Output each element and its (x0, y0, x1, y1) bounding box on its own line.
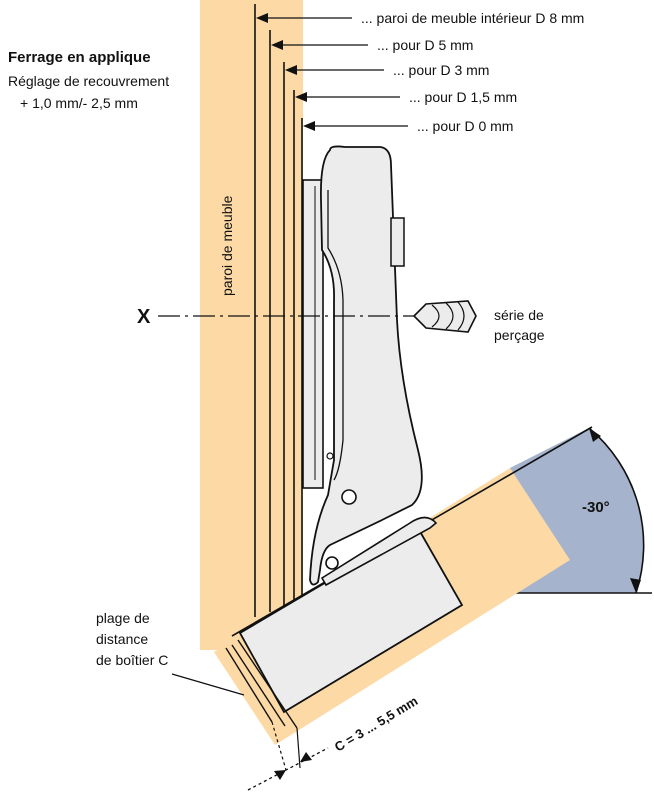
leader-d5-arrow (271, 40, 283, 50)
distance-label-line-2: distance (96, 631, 148, 647)
wall-label: paroi de meuble (219, 195, 235, 296)
overlay-label-d0: ... pour D 0 mm (417, 118, 513, 134)
c-dimension-line (247, 747, 329, 791)
subtitle-line-2: + 1,0 mm/- 2,5 mm (20, 95, 138, 111)
cabinet-wall (200, 0, 303, 650)
c-dim-arrow-1 (274, 770, 286, 780)
title: Ferrage en applique (8, 49, 151, 66)
c-dimension-label: C = 3 ... 5,5 mm (332, 693, 421, 754)
hinge-pivot-pin (341, 489, 357, 505)
boring-line-2 (231, 644, 286, 727)
angle-arrowhead-top (589, 428, 601, 442)
drill-label-line-1: série de (494, 307, 544, 323)
subtitle-line-1: Réglage de recouvrement (8, 73, 169, 89)
boring-line-1 (225, 647, 273, 723)
mounting-plate (302, 179, 324, 489)
distance-label-line-3: de boîtier C (96, 652, 168, 668)
distance-leader (171, 673, 245, 696)
c-dim-arrow-2 (300, 752, 312, 762)
leader-d8-arrow (256, 13, 268, 23)
distance-label-line-1: plage de (96, 610, 150, 626)
hinge-pin-small (326, 452, 334, 460)
angle-arc (588, 427, 645, 594)
overlay-label-d1-5: ... pour D 1,5 mm (409, 89, 517, 105)
overlay-label-d5: ... pour D 5 mm (377, 37, 473, 53)
hinge-cup-pin (325, 556, 339, 570)
hinge-cup-flange (320, 516, 438, 587)
drill-label-line-2: perçage (494, 327, 545, 343)
overlay-label-d8: ... paroi de meuble intérieur D 8 mm (361, 10, 584, 26)
angle-label: -30° (582, 499, 610, 516)
leader-d0-arrow (303, 121, 315, 131)
axis-label: X (137, 306, 151, 328)
hinge-arm (309, 145, 423, 586)
leader-d3-arrow (285, 65, 297, 75)
drill-bit-icon (412, 300, 477, 333)
boring-ext-2 (296, 727, 301, 769)
angle-arrowhead-bottom (630, 578, 641, 593)
hinge-arm-inner (327, 190, 344, 481)
hinge-clip (390, 217, 405, 267)
leader-d1-5-arrow (295, 92, 307, 102)
overlay-label-d3: ... pour D 3 mm (393, 62, 489, 78)
boring-line-3 (237, 639, 298, 729)
boring-ext-1 (271, 721, 287, 771)
